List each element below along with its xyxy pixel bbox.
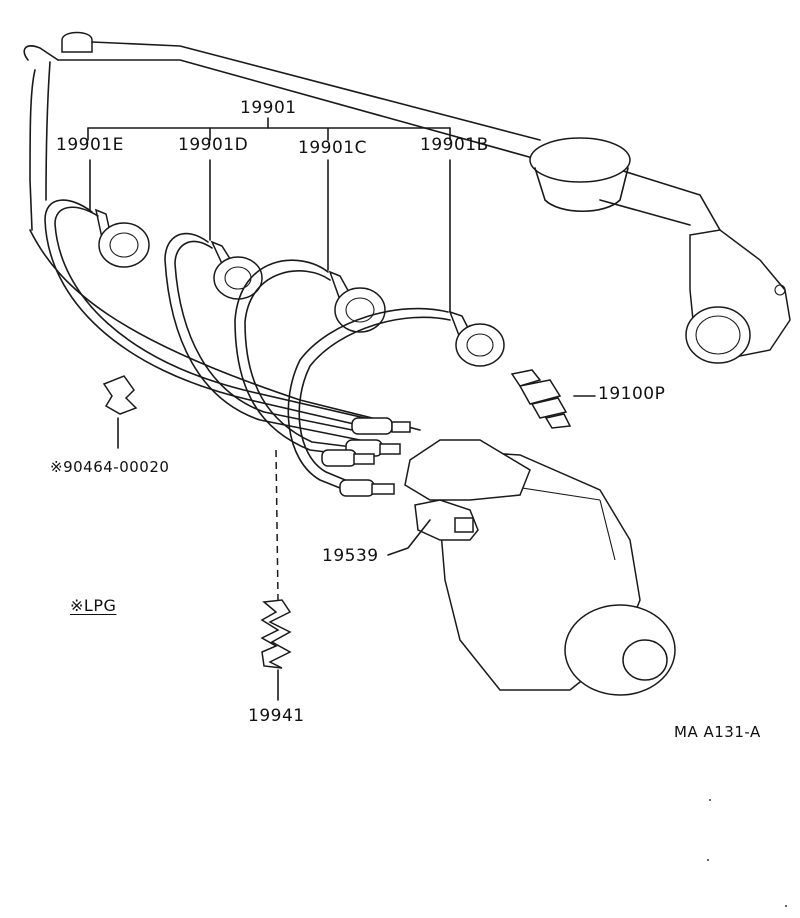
cord-c (234, 259, 353, 456)
plug-boot-c (328, 270, 386, 333)
engine-outline (23, 31, 791, 431)
label-cord-c: 19901C (298, 138, 367, 158)
cord-clamp (102, 375, 138, 449)
label-cord-b: 19901B (420, 135, 489, 155)
plug-boot-e (94, 208, 150, 268)
label-cap: 19539 (322, 546, 379, 566)
label-spark-plug: 19100P (598, 384, 666, 404)
cord-d (164, 232, 363, 441)
speck (785, 905, 787, 907)
group-bracket (87, 117, 451, 313)
terminal-ends (321, 417, 411, 497)
label-cord-d: 19901D (178, 135, 249, 155)
cord-clip (260, 449, 292, 701)
distributor (404, 439, 676, 696)
spark-plug (510, 369, 596, 429)
label-lpg-note: ※LPG (70, 596, 117, 615)
cap-leader (387, 519, 431, 556)
label-clamp: ※90464-00020 (50, 458, 170, 476)
plug-boot-d (210, 240, 263, 300)
ref-code: MA A131-A (674, 723, 761, 741)
plug-boot-b (448, 310, 505, 367)
cord-e (44, 199, 383, 431)
label-clip: 19941 (248, 706, 305, 726)
speck (707, 859, 709, 861)
label-cord-e: 19901E (56, 135, 124, 155)
label-group: 19901 (240, 98, 297, 118)
cord-b (287, 307, 451, 491)
speck (709, 799, 711, 801)
